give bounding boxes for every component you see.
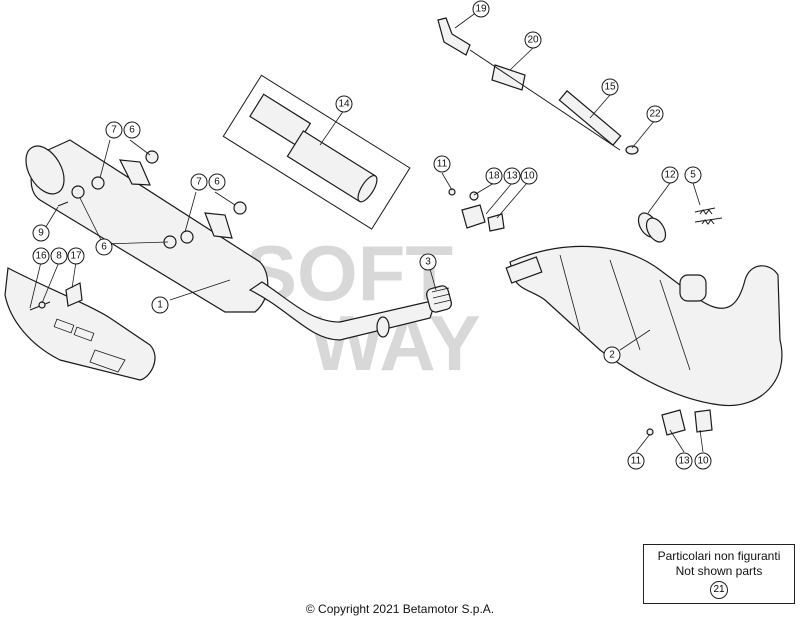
- svg-text:11: 11: [631, 456, 642, 467]
- silencer-packing-panel: [222, 74, 411, 230]
- svg-text:10: 10: [523, 171, 535, 182]
- callout-19: 19: [472, 0, 490, 18]
- grommet: [145, 150, 159, 164]
- svg-text:6: 6: [214, 177, 220, 188]
- svg-text:2: 2: [609, 350, 615, 361]
- svg-text:7: 7: [196, 177, 202, 188]
- silencer-body: [30, 139, 269, 313]
- callout-13-lower: 13: [675, 452, 693, 470]
- heat-shield-louver: [89, 349, 126, 373]
- callout-13-upper: 13: [503, 167, 521, 185]
- svg-text:7: 7: [111, 125, 117, 136]
- washer: [91, 176, 105, 190]
- vent-clamp: [625, 145, 639, 155]
- svg-text:6: 6: [101, 242, 107, 253]
- svg-text:10: 10: [697, 456, 709, 467]
- washer: [180, 230, 194, 244]
- callout-7-upper: 7: [105, 121, 123, 139]
- vent-hose: [437, 17, 471, 56]
- not-shown-parts-box: Particolari non figuranti Not shown part…: [643, 544, 795, 604]
- svg-text:17: 17: [70, 251, 82, 262]
- nut-11: [448, 188, 456, 196]
- callout-6-upper: 6: [123, 121, 141, 139]
- rubber-mount-upper: [461, 204, 486, 229]
- callout-14: 14: [335, 95, 353, 113]
- vent-fitting: [491, 64, 526, 91]
- svg-text:15: 15: [604, 82, 616, 93]
- svg-text:8: 8: [56, 251, 62, 262]
- callout-6-middle: 6: [208, 173, 226, 191]
- callout-10-lower: 10: [694, 452, 712, 470]
- svg-text:3: 3: [425, 257, 431, 268]
- svg-text:9: 9: [38, 228, 44, 239]
- callout-10-upper: 10: [520, 167, 538, 185]
- callout-9: 9: [32, 224, 50, 242]
- svg-text:6: 6: [129, 125, 135, 136]
- svg-text:1: 1: [157, 300, 163, 311]
- bracket-10-upper: [487, 213, 505, 232]
- grommet: [71, 185, 85, 199]
- link-pipe-joint: [376, 316, 390, 338]
- svg-text:18: 18: [488, 171, 500, 182]
- nut-11-lower: [646, 428, 654, 436]
- callout-20: 20: [524, 31, 542, 49]
- heat-shield-slot: [73, 326, 95, 342]
- copyright-notice: © Copyright 2021 Betamotor S.p.A.: [305, 602, 495, 616]
- callout-3: 3: [419, 253, 437, 271]
- heat-shield: [4, 267, 156, 381]
- callout-2: 2: [603, 346, 621, 364]
- callout-11-lower: 11: [627, 452, 645, 470]
- heat-shield-slot: [53, 318, 75, 334]
- callout-21: 21: [710, 581, 728, 599]
- o-ring: [645, 217, 667, 243]
- exhaust-header-pipe: [509, 245, 783, 407]
- shield-bracket: [65, 282, 83, 307]
- silencer-bracket-rear: [204, 212, 233, 239]
- svg-text:20: 20: [527, 35, 539, 46]
- leader-lines: [29, 8, 704, 453]
- grommet: [233, 201, 247, 215]
- callout-6-lower: 6: [95, 238, 113, 256]
- callout-22: 22: [646, 105, 664, 123]
- not-shown-parts-italian: Particolari non figuranti: [657, 549, 781, 563]
- callout-15: 15: [601, 78, 619, 96]
- bracket-10-lower: [694, 409, 713, 433]
- callout-12: 12: [661, 166, 679, 184]
- svg-text:19: 19: [475, 4, 487, 15]
- gasket-ribs: [431, 287, 452, 305]
- header-bracket: [505, 256, 543, 284]
- spring: [694, 217, 723, 225]
- callout-16: 16: [32, 247, 50, 265]
- manifold-spring-gasket: [426, 285, 452, 313]
- not-shown-parts-english: Not shown parts: [675, 564, 763, 578]
- header-weld-seams: [559, 254, 691, 371]
- silencer-bracket-front: [118, 159, 151, 186]
- callout-1: 1: [151, 296, 169, 314]
- svg-text:14: 14: [338, 99, 350, 110]
- svg-text:16: 16: [35, 251, 47, 262]
- svg-text:22: 22: [649, 109, 661, 120]
- callout-17: 17: [67, 247, 85, 265]
- callout-8: 8: [50, 247, 68, 265]
- svg-text:12: 12: [664, 170, 676, 181]
- svg-text:13: 13: [678, 456, 690, 467]
- callout-7-middle: 7: [190, 173, 208, 191]
- silencer-end-cap: [25, 145, 65, 195]
- callout-5: 5: [684, 166, 702, 184]
- svg-text:13: 13: [506, 171, 518, 182]
- vent-line: [469, 49, 621, 151]
- svg-text:11: 11: [437, 159, 448, 170]
- callout-18: 18: [485, 167, 503, 185]
- callout-11-upper: 11: [433, 155, 451, 173]
- bolt-9: [57, 201, 69, 207]
- rubber-mount-lower: [661, 409, 686, 436]
- spring: [694, 207, 716, 215]
- header-socket: [679, 274, 707, 302]
- svg-text:5: 5: [690, 170, 696, 181]
